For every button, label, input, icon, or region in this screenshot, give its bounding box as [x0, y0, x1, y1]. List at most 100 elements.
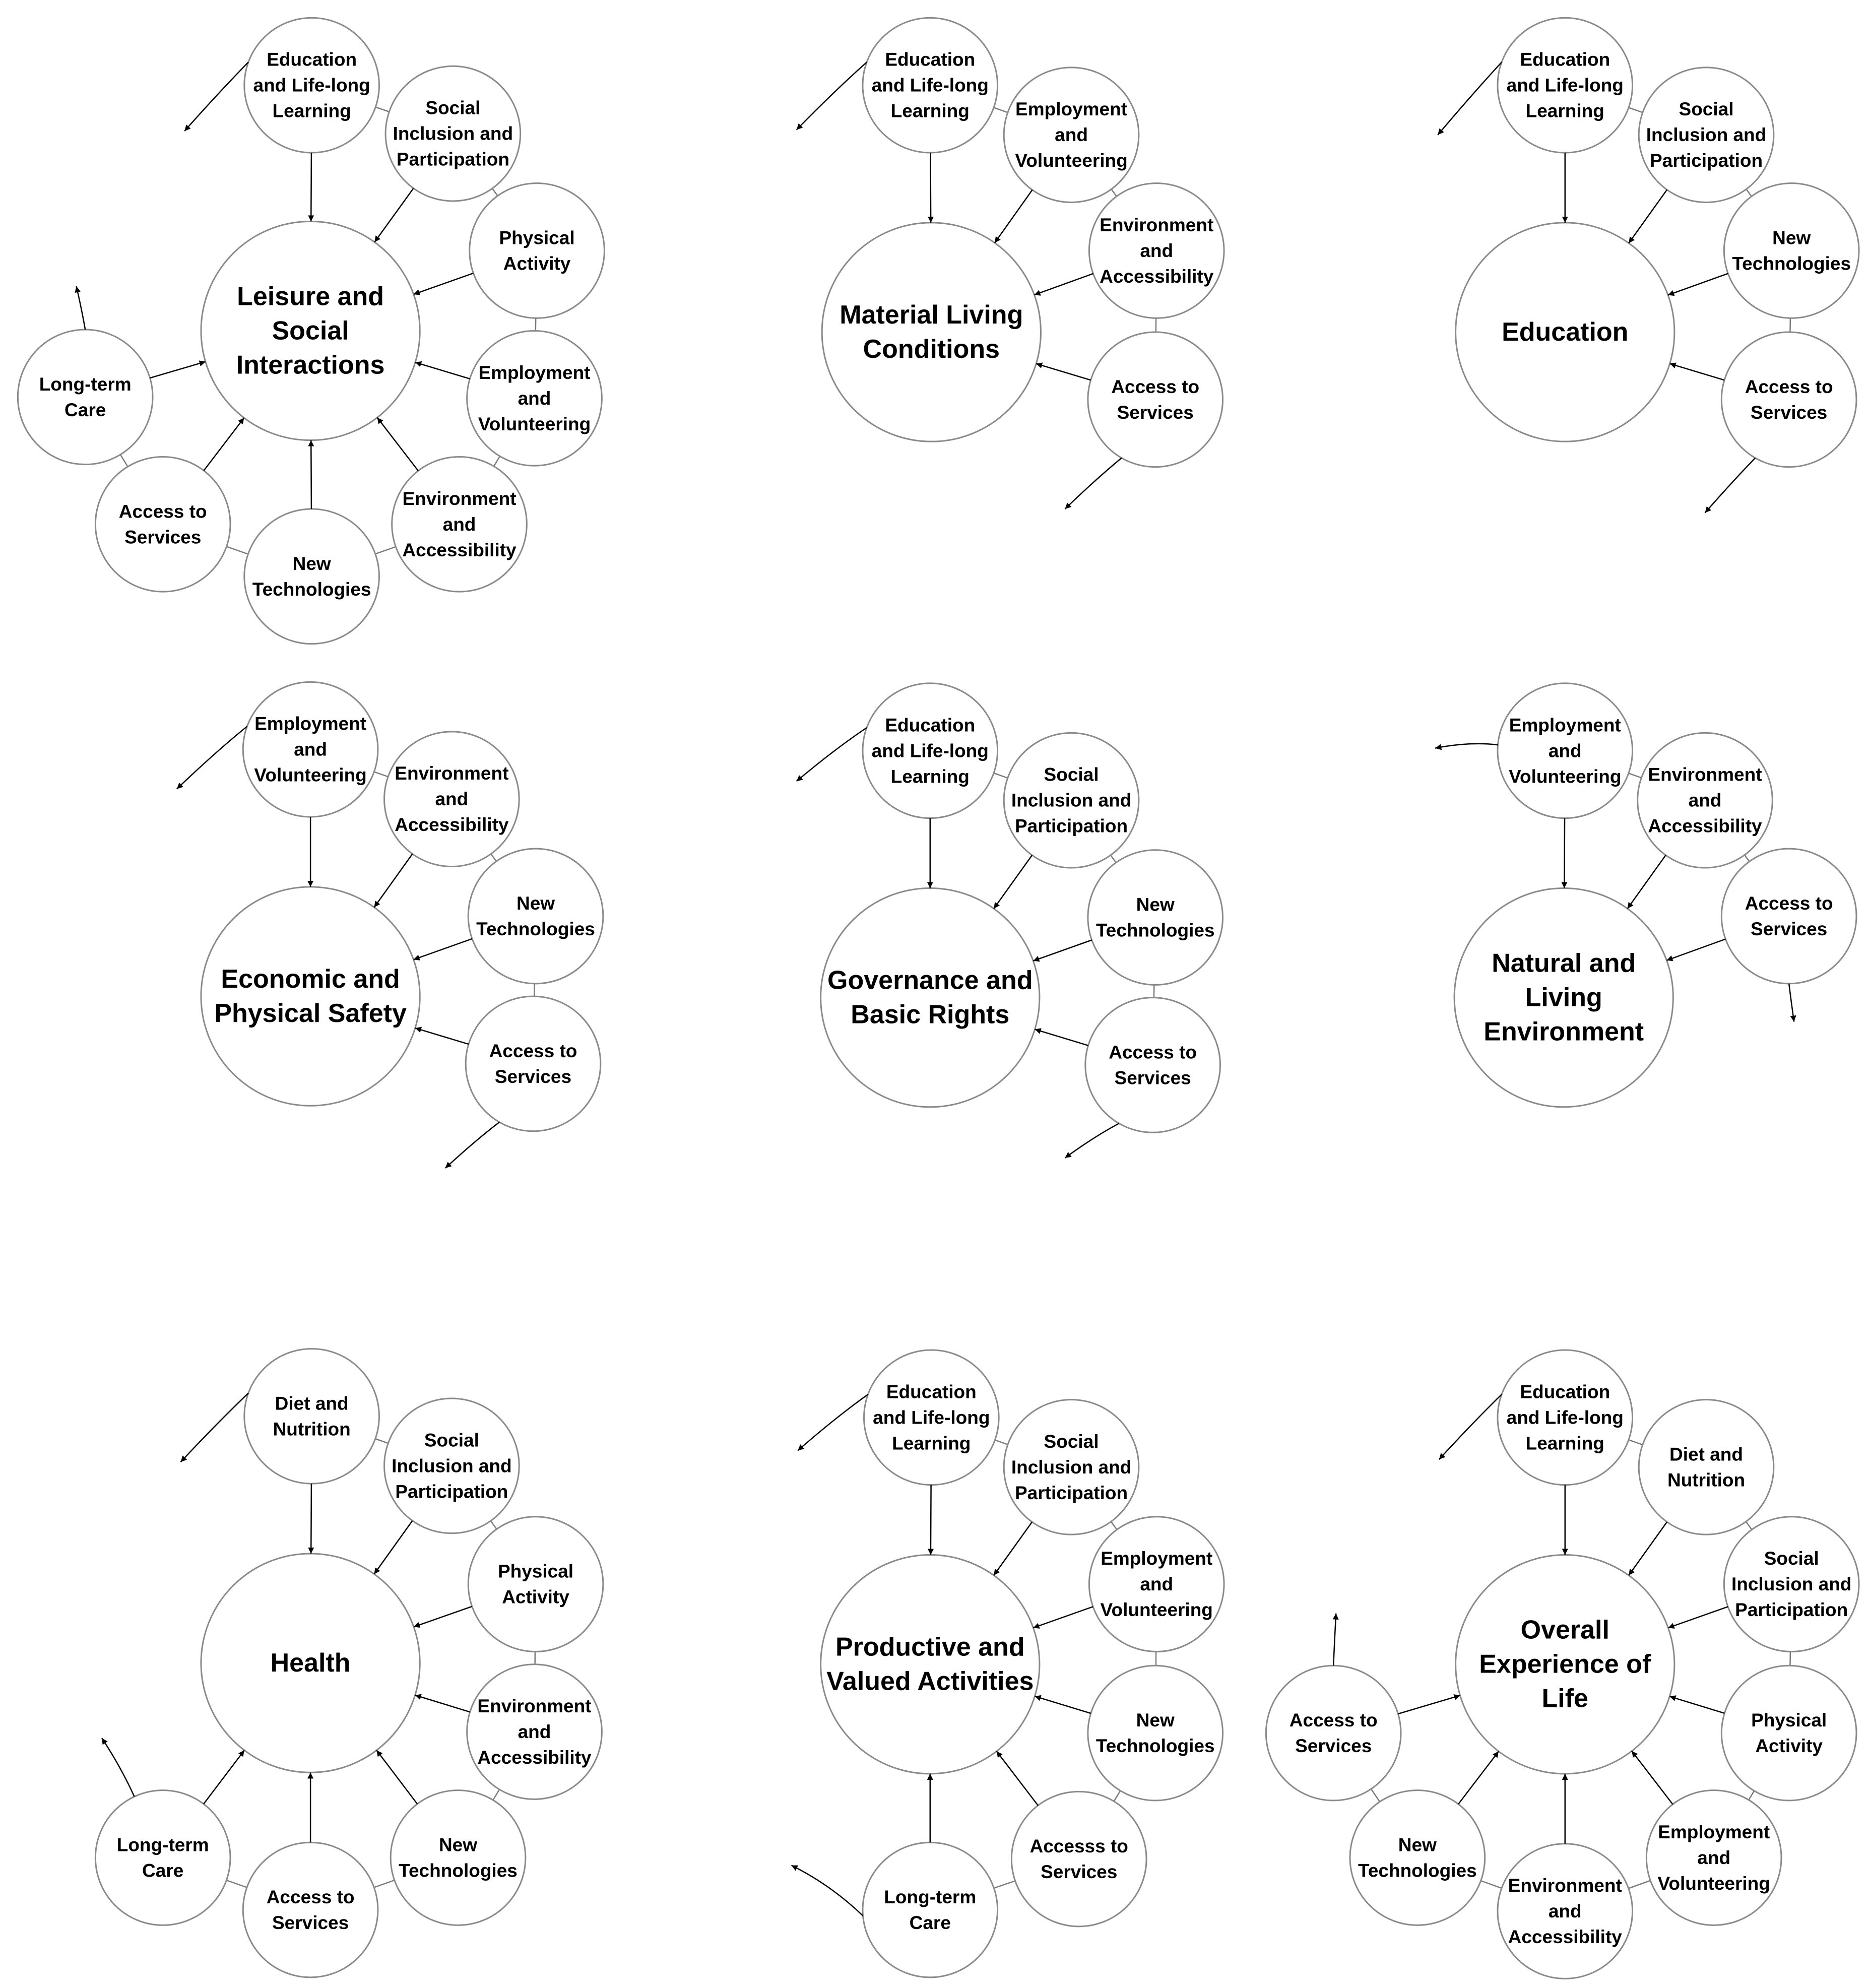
label-line: Environment: [395, 763, 508, 784]
label-line: Education: [885, 715, 975, 735]
outgoing-arrow: [444, 1121, 500, 1169]
node-circle: [1720, 1664, 1857, 1802]
label-line: Technologies: [399, 1861, 518, 1881]
label-line: Access to: [267, 1887, 355, 1907]
outgoing-arrow: [176, 726, 248, 790]
influence-arrow: [996, 1751, 1039, 1806]
label-line: Basic Rights: [851, 1000, 1009, 1030]
label-line: Social: [1764, 1548, 1819, 1569]
label-line: Social: [424, 1430, 479, 1450]
label-line: Learning: [273, 101, 351, 121]
label-line: Nutrition: [1667, 1469, 1745, 1490]
label-line: Employment: [254, 714, 366, 734]
label-line: Employment: [1658, 1822, 1770, 1842]
label-line: Services: [124, 527, 201, 547]
center-circle: [820, 1554, 1041, 1775]
influence-arrow: [1669, 1695, 1725, 1714]
node-circle: [383, 1397, 520, 1534]
node-circle: [466, 1663, 603, 1800]
label-line: Long-term: [39, 374, 132, 395]
node-circle: [242, 1841, 379, 1978]
label-line: Environment: [1484, 1017, 1644, 1047]
label-line: Valued Activities: [826, 1667, 1034, 1696]
node-circle: [94, 456, 231, 593]
influence-arrow: [1561, 818, 1568, 888]
label-line: Social: [425, 98, 480, 118]
influence-arrow: [993, 855, 1033, 909]
influence-arrow: [373, 1520, 413, 1575]
center-node-education: Education: [1455, 222, 1675, 442]
label-line: Physical Safety: [214, 999, 407, 1028]
label-line: Participation: [1735, 1599, 1848, 1620]
label-line: Education: [885, 49, 975, 70]
label-line: Living: [1525, 983, 1602, 1012]
node-circle: [862, 17, 999, 154]
influence-arrow: [1666, 938, 1726, 961]
influence-arrow: [1631, 1751, 1673, 1805]
influence-arrow: [1035, 1028, 1088, 1046]
label-line: Accessibility: [1100, 266, 1214, 287]
label-line: Activity: [1755, 1736, 1823, 1756]
label-line: and: [518, 1721, 551, 1742]
label-line: Care: [910, 1912, 951, 1933]
label-line: New: [1136, 894, 1175, 915]
center-circle: [1455, 222, 1675, 442]
label-line: Physical: [498, 1561, 573, 1582]
label-line: Material Living: [840, 300, 1023, 330]
label-line: Environment: [477, 1696, 591, 1716]
label-line: Services: [1295, 1736, 1372, 1756]
node-circle: [1720, 331, 1857, 468]
label-line: Natural and: [1492, 949, 1636, 978]
label-line: Activity: [503, 253, 571, 274]
influence-arrow: [1627, 855, 1666, 909]
label-line: Employment: [1509, 715, 1621, 735]
influence-arrow: [1628, 1521, 1668, 1576]
label-line: New: [517, 893, 555, 914]
influence-arrow: [203, 417, 245, 471]
influence-arrow: [993, 1521, 1033, 1576]
center-node-health: Health: [200, 1553, 421, 1773]
label-line: Long-term: [884, 1887, 976, 1907]
label-line: Learning: [891, 101, 970, 121]
label-line: Physical: [1751, 1710, 1827, 1730]
label-line: Employment: [1015, 99, 1127, 119]
node-circle: [465, 995, 602, 1132]
label-line: Technologies: [1096, 920, 1215, 941]
label-line: and Life-long: [872, 75, 989, 96]
influence-arrow: [1034, 273, 1093, 296]
node-circle: [1084, 997, 1221, 1133]
influence-arrow: [374, 187, 414, 243]
label-line: Services: [1041, 1862, 1117, 1882]
label-line: Participation: [397, 149, 509, 170]
influence-arrow: [413, 272, 474, 295]
label-line: Technologies: [1096, 1736, 1215, 1756]
label-line: Education: [1520, 1381, 1610, 1402]
outgoing-arrow: [101, 1738, 135, 1797]
label-line: and Life-long: [253, 75, 370, 96]
label-line: Environment: [1648, 764, 1762, 785]
label-line: Activity: [502, 1587, 569, 1608]
influence-arrow: [415, 1027, 469, 1045]
node-circle: [1637, 732, 1773, 869]
label-line: Accessibility: [1648, 816, 1762, 837]
node-circle: [17, 329, 154, 466]
influence-arrow: [1035, 1695, 1091, 1714]
outgoing-arrow: [1438, 1394, 1502, 1460]
label-line: New: [293, 553, 331, 574]
outgoing-arrow: [1437, 61, 1502, 136]
